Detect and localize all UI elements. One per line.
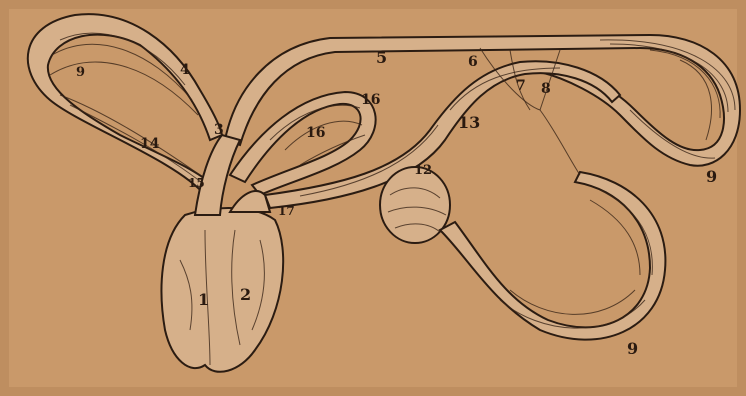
label-9-upper-left: 9: [76, 65, 85, 80]
label-9-lower: 9: [627, 339, 638, 358]
label-1: 1: [198, 290, 209, 309]
label-17: 17: [278, 204, 295, 218]
label-6: 6: [468, 54, 478, 70]
label-16-upper: 16: [361, 92, 380, 108]
label-16-lower: 16: [306, 125, 325, 141]
label-9-right: 9: [706, 167, 717, 186]
label-12: 12: [414, 163, 432, 178]
label-8: 8: [541, 81, 551, 97]
label-13: 13: [458, 113, 480, 132]
label-2: 2: [240, 285, 251, 304]
label-5: 5: [376, 48, 387, 67]
label-15: 15: [188, 176, 205, 190]
label-4: 4: [180, 62, 190, 78]
label-7: 7: [516, 78, 526, 94]
label-3: 3: [214, 122, 224, 138]
label-14: 14: [140, 136, 160, 152]
